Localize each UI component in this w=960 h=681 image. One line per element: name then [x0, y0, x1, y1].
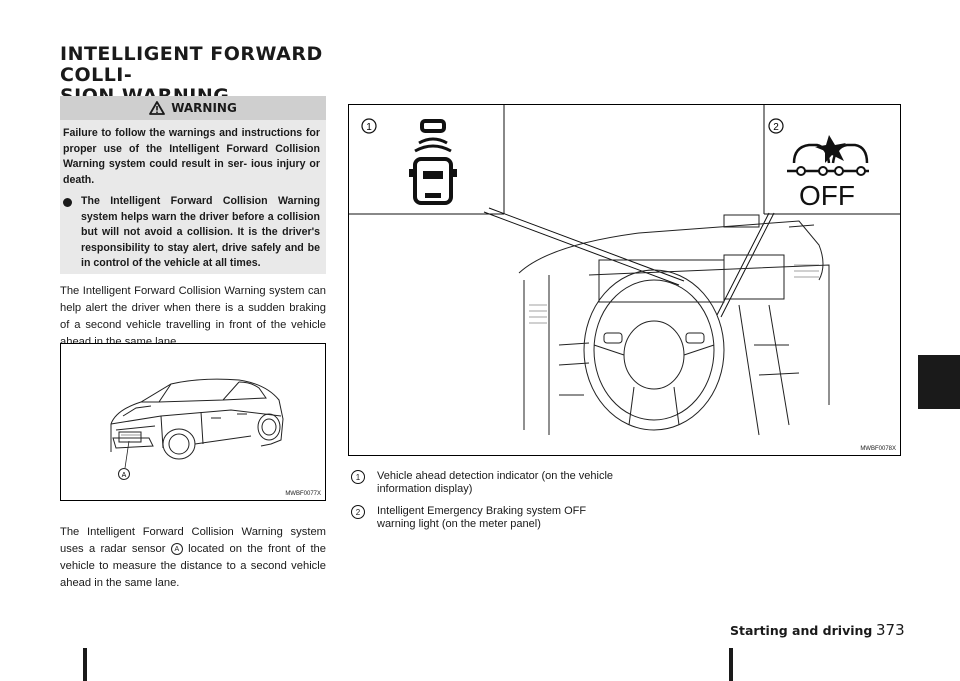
section-label: Starting and driving — [730, 623, 873, 638]
caption-num: 1 — [351, 470, 365, 484]
warning-bullet-text: The Intelligent Forward Collision Warnin… — [81, 195, 320, 269]
warning-bullet: The Intelligent Forward Collision Warnin… — [60, 188, 326, 272]
intro-paragraph: The Intelligent Forward Collision Warnin… — [60, 285, 326, 348]
caption-num: 2 — [351, 505, 365, 519]
caption-2: 2 Intelligent Emergency Braking system O… — [351, 505, 621, 531]
caption-text: Intelligent Emergency Braking system OFF… — [377, 505, 587, 530]
warning-header: WARNING — [60, 96, 326, 120]
bullet-dot-icon — [63, 198, 72, 207]
radar-marker-inline: A — [170, 543, 183, 556]
radar-paragraph: The Intelligent Forward Collision Warnin… — [60, 524, 326, 592]
page-number: 373 — [876, 621, 905, 639]
warning-box: WARNING Failure to follow the warnings a… — [60, 96, 326, 274]
car-illustration: A — [110, 378, 284, 480]
label-1: 1 — [366, 122, 372, 133]
warning-triangle-icon — [149, 101, 166, 115]
label-2: 2 — [773, 122, 779, 133]
warning-heading: WARNING — [171, 101, 237, 115]
dashboard-illustration: 1 2 OFF — [349, 105, 900, 436]
vehicle-figure: A MWBF0077X — [60, 343, 326, 501]
caption-text: Vehicle ahead detection indicator (on th… — [377, 470, 614, 495]
off-text: OFF — [799, 180, 855, 211]
figure-code: MWBF0078X — [860, 446, 896, 452]
dashboard-figure: 1 2 OFF — [348, 104, 901, 456]
warning-paragraph: Failure to follow the warnings and instr… — [63, 127, 320, 186]
vehicle-ahead-indicator-icon — [409, 119, 457, 205]
crop-mark — [83, 648, 87, 681]
radar-text-start: The Intelligent Forward Collision Warnin… — [60, 526, 326, 555]
radar-marker-a: A — [122, 472, 127, 479]
caption-1: 1 Vehicle ahead detection indicator (on … — [351, 470, 621, 496]
crop-mark — [729, 648, 733, 681]
radar-text-end: located on the front of the vehicle to m… — [60, 543, 326, 589]
emergency-braking-off-icon: OFF — [787, 135, 869, 211]
figure-code: MWBF0077X — [285, 491, 321, 497]
section-tab — [918, 355, 960, 409]
